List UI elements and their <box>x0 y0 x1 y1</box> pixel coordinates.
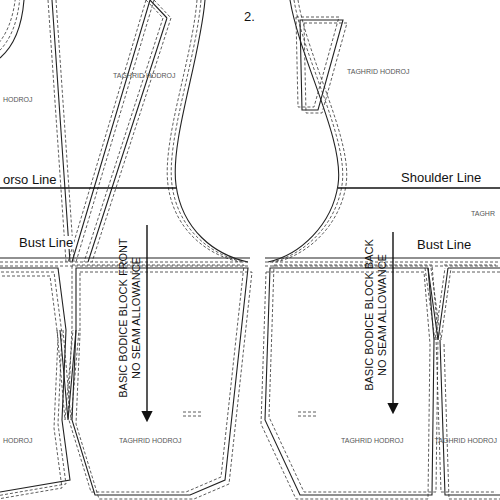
line-label: Bust Line <box>18 236 74 249</box>
block-title: BASIC BODICE BLOCK FRONT <box>118 237 129 399</box>
figure-number: 2. <box>243 10 256 23</box>
watermark: TAGHRID HODROJ <box>340 437 404 444</box>
line-label: Bust Line <box>416 238 472 251</box>
block-note: NO SEAM ALLOWANCE <box>131 256 142 380</box>
line-label: orso Line <box>2 173 57 186</box>
watermark: TAGHR <box>470 210 496 217</box>
reference-lines <box>0 188 500 420</box>
watermark: TAGHRID HODROJ <box>118 437 182 444</box>
watermark: HODROJ <box>2 96 34 103</box>
block-title: BASIC BODICE BLOCK BACK <box>364 238 375 392</box>
watermark: TAGHRID HODROJ <box>112 72 176 79</box>
block-note: NO SEAM ALLOWANCE <box>377 253 388 377</box>
watermark: TAGHRID HODROJ <box>434 437 498 444</box>
line-label: Shoulder Line <box>400 171 482 184</box>
watermark: HODROJ <box>2 437 34 444</box>
watermark: TAGHRID HODROJ <box>346 68 410 75</box>
